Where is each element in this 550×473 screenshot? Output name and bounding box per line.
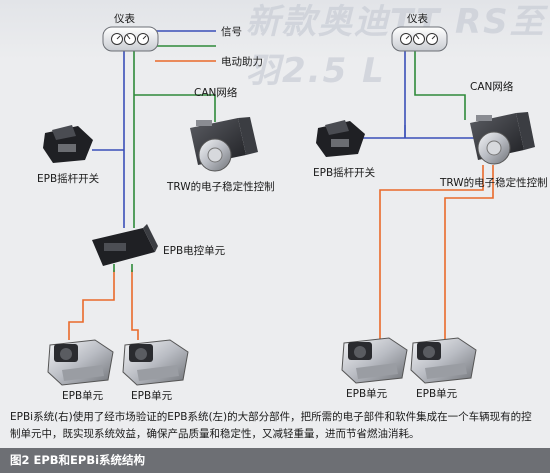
- right-instrument-cluster-icon: [391, 26, 448, 52]
- right-power-wire-a: [379, 165, 484, 340]
- left-can-label: CAN网络: [194, 86, 238, 99]
- right-caliper-1-label: EPB单元: [346, 388, 388, 400]
- legend-signal-label: 信号: [221, 26, 242, 38]
- right-can-label: CAN网络: [470, 80, 514, 93]
- left-epb-ecu-icon: [92, 224, 158, 266]
- legend-power-label: 电动助力: [221, 55, 263, 68]
- left-ecu-label: EPB电控单元: [163, 244, 226, 257]
- right-caliper-2-label: EPB单元: [416, 388, 458, 400]
- left-caliper-2-icon: [122, 339, 189, 386]
- left-caliper-2-label: EPB单元: [131, 390, 173, 402]
- right-caliper-1-icon: [341, 337, 408, 384]
- left-switch-label: EPB摇杆开关: [37, 172, 100, 185]
- right-can-wire: [414, 48, 466, 120]
- left-esc-module-icon: [190, 117, 258, 172]
- right-epb-switch-icon: [316, 120, 365, 157]
- legend: 信号 电动助力: [155, 26, 263, 68]
- left-instrument-label: 仪表: [114, 12, 135, 25]
- right-switch-label: EPB摇杆开关: [313, 166, 376, 179]
- right-instrument-label: 仪表: [407, 12, 428, 25]
- right-power-wire-b: [444, 165, 494, 340]
- left-power-wire-a: [68, 270, 115, 340]
- left-caliper-1-icon: [47, 339, 114, 386]
- left-esc-label: TRW的电子稳定性控制: [166, 180, 275, 193]
- left-instrument-cluster-icon: [102, 26, 159, 52]
- left-wires: [68, 48, 216, 340]
- left-can-wire: [133, 48, 216, 228]
- figure-caption: EPBi系统(右)使用了经市场验证的EPB系统(左)的大部分部件，把所需的电子部…: [10, 411, 532, 440]
- left-caliper-1-label: EPB单元: [62, 390, 104, 402]
- right-wires: [360, 48, 494, 340]
- right-switch-wire: [360, 125, 478, 139]
- header-background: [0, 0, 550, 60]
- left-power-wire-b: [131, 270, 139, 340]
- left-epb-switch-icon: [43, 125, 93, 163]
- figure-title: 图2 EPB和EPBi系统结构: [10, 453, 146, 467]
- watermark-text: 新款奥迪TT RS至羽2.5 L: [246, 2, 546, 91]
- right-esc-label: TRW的电子稳定性控制: [439, 176, 548, 189]
- right-esc-module-icon: [470, 112, 535, 165]
- right-caliper-2-icon: [410, 337, 477, 384]
- epb-system-diagram: 信号 电动助力 CAN网络 仪表 EPB摇杆开关: [37, 12, 548, 402]
- figure-title-bar: 图2 EPB和EPBi系统结构: [0, 448, 550, 473]
